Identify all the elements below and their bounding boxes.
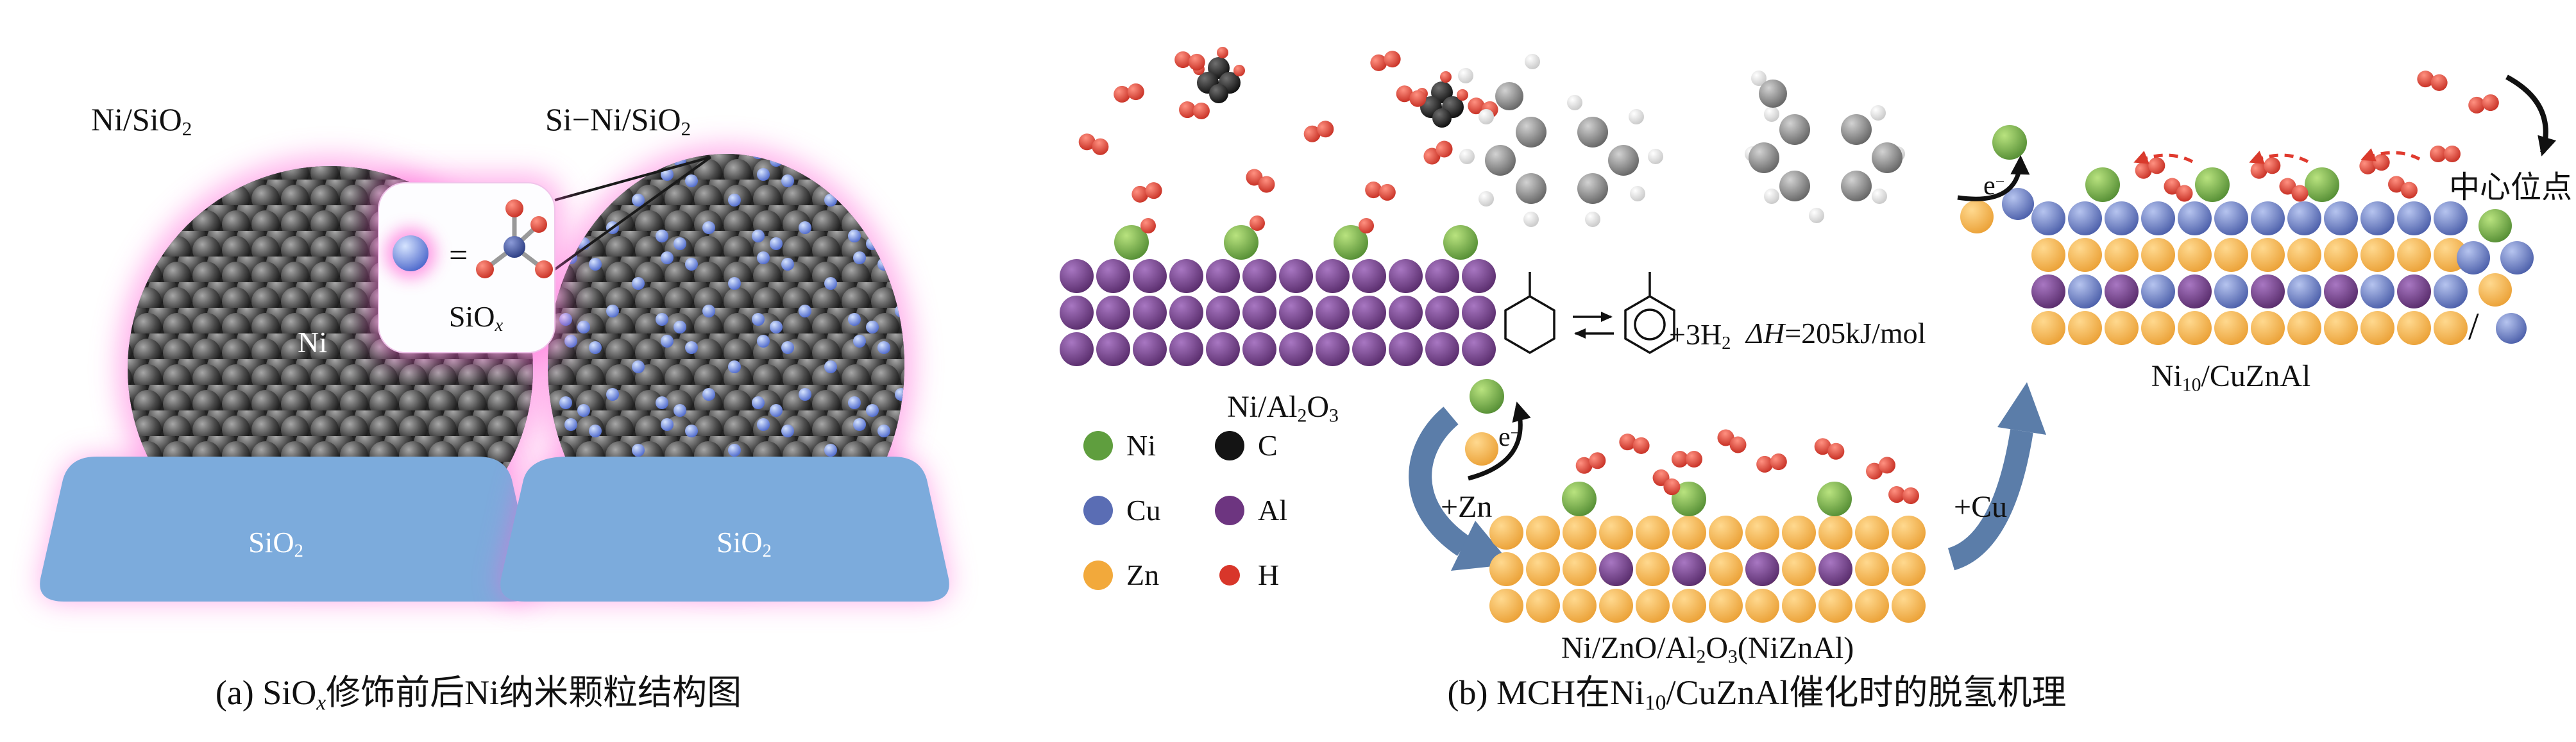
slab3-al-atoms [2031,274,2431,308]
legend-item-h: H [1213,558,1319,592]
zn-atom-icon [1083,560,1113,590]
inset-equals-sign: = [449,237,468,274]
carbon-clusters [1193,47,1468,128]
ni-atom-icon [1083,430,1113,460]
plus-3h2-label: +3H2 [1669,318,1731,354]
slab1-h-adatoms [1140,215,1374,233]
electron-arrow [1957,155,2030,201]
zn-atom-icon [1960,200,1994,233]
center-site-arrow [2505,74,2557,156]
electron-label-slab3: e− [1983,171,2005,201]
legend-item-ni: Ni [1081,428,1213,462]
legend-item-cu: Cu [1081,493,1213,527]
legend-item-c: C [1213,428,1319,462]
center-site-cluster-icon [2457,209,2534,307]
cu-atom-icon [1083,495,1113,525]
ni-atom-icon [1470,379,1504,414]
center-site-label: 中心位点 [2449,171,2573,205]
slab1-al2o3-lattice [1058,215,1497,367]
arrow-cu-label: +Cu [1954,490,2008,524]
ni-particle-label: Ni [298,326,327,358]
ni-atom-icon [1992,125,2027,160]
slab3-ni-adatoms [2085,167,2339,202]
siox-sphere-icon [393,235,428,271]
cu-atom-icon [2002,188,2034,220]
mch-3d-model [1458,54,1663,227]
slab1-label: Ni/Al2O3 [1227,390,1339,426]
caption-a: (a) SiOx修饰前后Ni纳米颗粒结构图 [215,673,742,715]
h-spillover-arrows [2133,148,2421,164]
slab2-label: Ni/ZnO/Al2O3(NiZnAl) [1561,631,1854,668]
legend-label: Cu [1126,494,1161,527]
electron-transfer-slab3 [1957,125,2034,233]
h2-molecules-slab3 [2133,146,2461,205]
h2-molecules-slab1 [1076,49,1500,205]
label-ni-sio2: Ni/SiO2 [91,101,192,140]
slab1-ni-adatoms [1114,225,1478,260]
label-si-ni-sio2: Si−Ni/SiO2 [545,101,691,140]
siox-tetrahedron-icon [476,199,553,278]
inset-siox-label: SiOx [448,300,504,336]
slab2-ni-adatoms [1562,482,1852,516]
legend-label: Ni [1126,429,1156,462]
support-right-label: SiO2 [716,526,772,562]
center-site-slash: / [2468,305,2479,348]
support-left-label: SiO2 [248,526,303,562]
slab2-al-atoms [1599,552,1852,586]
slab2-niznal-lattice [1488,482,1927,624]
h2-molecules-slab2 [1573,426,1920,505]
electron-transfer-slab2 [1465,379,1531,481]
slab3-label: Ni10/CuZnAl [2151,359,2311,396]
legend-label: C [1258,429,1278,462]
slab3-cuznal-lattice [2030,167,2469,346]
legend-item-zn: Zn [1081,558,1213,592]
slab3-cu-atoms [2068,274,2468,308]
enthalpy-label: ΔH=205kJ/mol [1746,317,1926,350]
arrow-plus-cu [1947,382,2046,571]
arrow-zn-label: +Zn [1441,490,1493,524]
legend-label: Zn [1126,559,1160,591]
caption-b: (b) MCH在Ni10/CuZnAl催化时的脱氢机理 [1447,673,2067,715]
c-atom-icon [1215,430,1244,460]
cu-atom-icon [2496,313,2527,344]
legend: Ni C Cu Al Zn H [1081,428,1319,592]
toluene-3d-model [1745,71,1905,223]
mch-skeletal [1504,294,1555,355]
center-site-motif [2415,69,2557,344]
reaction-scheme [1504,272,1675,355]
legend-item-al: Al [1213,493,1319,527]
al-atom-icon [1215,495,1244,525]
siox-inset [371,175,563,360]
legend-label: H [1258,559,1280,591]
zn-atom-icon [1465,432,1498,466]
toluene-skeletal [1624,294,1675,355]
legend-label: Al [1258,494,1287,527]
electron-arrow [1468,401,1531,481]
electron-label-slab2: e− [1498,423,1520,452]
callout-wedge [554,156,712,271]
h-atom-icon [1219,564,1240,586]
